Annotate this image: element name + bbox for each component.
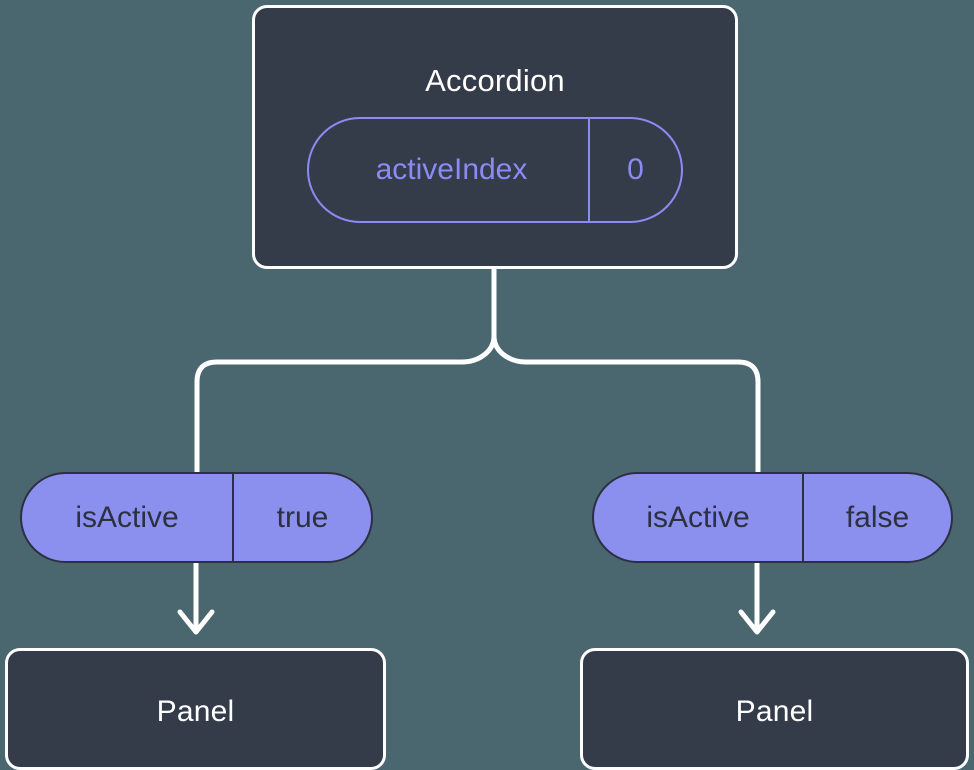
panel-right-title: Panel — [735, 695, 814, 728]
prop-badge-is-active-false[interactable]: isActive false — [592, 472, 953, 563]
state-badge-active-index[interactable]: activeIndex 0 — [307, 117, 683, 223]
arrow-right-head — [738, 609, 776, 635]
prop-key-label-right: isActive — [646, 500, 750, 534]
component-node-panel-right[interactable]: Panel — [580, 648, 969, 770]
branch-connector — [194, 265, 761, 475]
state-key-label: activeIndex — [375, 153, 528, 186]
prop-key-label-left: isActive — [75, 500, 179, 534]
prop-badge-is-active-true[interactable]: isActive true — [20, 472, 373, 563]
prop-value-label-left: true — [232, 474, 371, 561]
component-node-panel-left[interactable]: Panel — [5, 648, 386, 770]
accordion-title: Accordion — [425, 63, 565, 98]
panel-left-title: Panel — [156, 695, 235, 728]
prop-value-label-right: false — [802, 474, 951, 561]
arrow-left-head — [177, 609, 215, 635]
state-value-label: 0 — [588, 119, 681, 221]
